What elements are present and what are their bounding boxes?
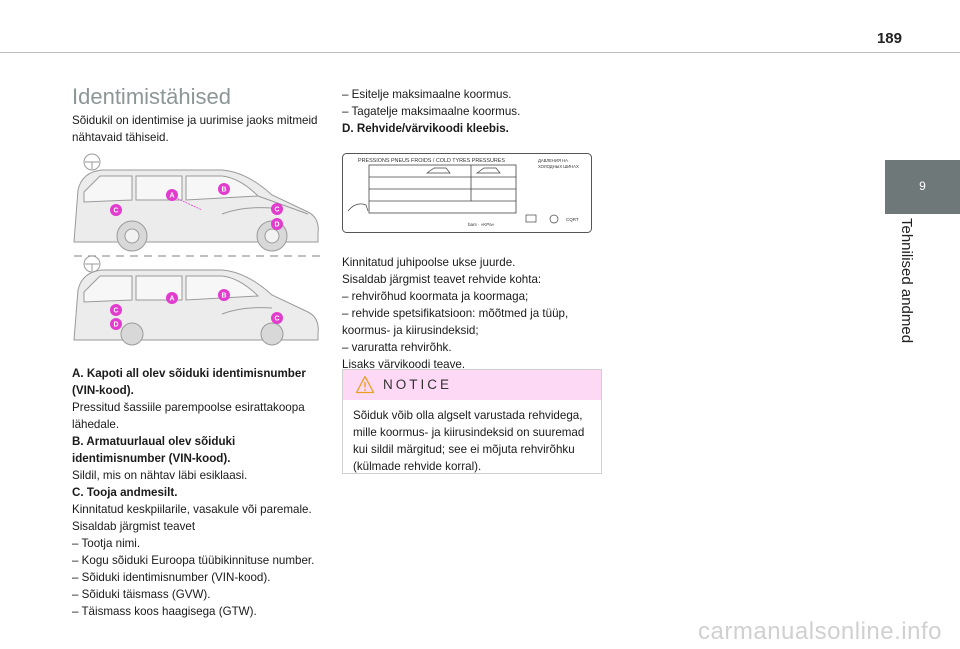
callout-b-lower: B xyxy=(218,289,230,301)
page-title: Identimistähised xyxy=(72,84,231,109)
text-line: Kinnitatud keskpiilarile, vasakule või p… xyxy=(72,503,312,516)
intro-line: nähtavaid tähiseid. xyxy=(72,131,169,144)
text-line: – rehvide spetsifikatsioon: mõõtmed ja t… xyxy=(342,307,569,320)
text-line: – Esitelje maksimaalne koormus. xyxy=(342,88,512,101)
callout-c-lower-left: C xyxy=(110,304,122,316)
callout-label: C xyxy=(114,208,119,215)
callout-label: A xyxy=(170,296,175,303)
callout-c-upper-left: C xyxy=(110,204,122,216)
notice-line: mille koormus- ja kiirusindeksid on suur… xyxy=(353,426,585,439)
text-line: D. Rehvide/värvikoodi kleebis. xyxy=(342,122,509,135)
label-header: PRESSIONS PNEUS FROIDS / COLD TYRES PRES… xyxy=(358,158,505,164)
notice-label: NOTICE xyxy=(383,377,453,392)
callout-c-upper-right: C xyxy=(271,203,283,215)
notice-line: Sõiduk võib olla algselt varustada rehvi… xyxy=(353,409,583,422)
chapter-title-text: Tehnilised andmed xyxy=(898,218,915,344)
vehicle-upper-drawing xyxy=(73,153,319,252)
warning-circle-icon xyxy=(549,214,559,224)
text-line: Sisaldab järgmist teavet rehvide kohta: xyxy=(342,273,542,286)
page-number: 189 xyxy=(876,30,902,47)
notice-header: NOTICE xyxy=(343,370,601,400)
notice-line: kui sildil märgitud; see ei mõjuta rehvi… xyxy=(353,443,575,456)
intro-text: Sõidukil on identimise ja uurimise jaoks… xyxy=(72,112,332,146)
chapter-title: Tehnilised andmed xyxy=(885,218,925,368)
chapter-number: 9 xyxy=(919,179,926,193)
chapter-rule xyxy=(885,212,960,214)
chapter-tab[interactable]: 9 xyxy=(885,160,960,212)
callout-d-lower: D xyxy=(110,318,122,330)
text-line: B. Armatuurlaual olev sõiduki xyxy=(72,435,236,448)
label-unit: bars · «KPa» xyxy=(468,222,495,227)
text-line: C. Tooja andmesilt. xyxy=(72,486,178,499)
text-line: – rehvirõhud koormata ja koormaga; xyxy=(342,290,529,303)
text-line: – Kogu sõiduki Euroopa tüübikinnituse nu… xyxy=(72,554,315,567)
text-line: – varuratta rehvirõhk. xyxy=(342,341,452,354)
callout-label: C xyxy=(275,207,280,214)
callout-label: D xyxy=(275,222,280,229)
book-icon xyxy=(525,214,537,223)
vehicle-identification-figure: A B C C D A B C D C xyxy=(72,150,324,346)
text-line: – Täismass koos haagisega (GTW). xyxy=(72,605,257,618)
callout-a-upper: A xyxy=(166,189,203,211)
callout-label: D xyxy=(114,322,119,329)
text-line: – Tagatelje maksimaalne koormus. xyxy=(342,105,521,118)
label-side-text: ХОЛОДНЫХ ШИНАХ xyxy=(538,164,579,169)
text-line: Kinnitatud juhipoolse ukse juurde. xyxy=(342,256,516,269)
identification-items: A. Kapoti all olev sõiduki identimisnumb… xyxy=(72,365,334,620)
text-line: (VIN-kood). xyxy=(72,384,134,397)
text-line: – Tootja nimi. xyxy=(72,537,141,550)
text-line: Sildil, mis on nähtav läbi esiklaasi. xyxy=(72,469,248,482)
callout-label: B xyxy=(222,187,227,194)
top-rule xyxy=(0,52,960,53)
callout-label: A xyxy=(170,193,175,200)
text-line: Pressitud šassiile parempoolse esirattak… xyxy=(72,401,305,414)
label-grid xyxy=(368,164,517,214)
notice-text: Sõiduk võib olla algselt varustada rehvi… xyxy=(353,407,593,475)
footer-watermark: carmanualsonline.info xyxy=(698,618,942,645)
callout-c-lower-right: C xyxy=(271,312,283,324)
notice-box: NOTICE Sõiduk võib olla algselt varustad… xyxy=(342,369,602,474)
text-line: – Sõiduki identimisnumber (VIN-kood). xyxy=(72,571,271,584)
tyre-label-description: Kinnitatud juhipoolse ukse juurde. Sisald… xyxy=(342,254,602,373)
label-code: CQRT xyxy=(566,217,579,222)
axle-load-items: – Esitelje maksimaalne koormus. – Tagatel… xyxy=(342,86,602,137)
text-line: koormus- ja kiirusindeksid; xyxy=(342,324,479,337)
callout-label: B xyxy=(222,293,227,300)
vehicle-lower-drawing xyxy=(73,255,319,346)
text-line: identimisnumber (VIN-kood). xyxy=(72,452,231,465)
intro-line: Sõidukil on identimise ja uurimise jaoks… xyxy=(72,114,318,127)
text-line: – Sõiduki täismass (GVW). xyxy=(72,588,211,601)
text-line: Lisaks värvikoodi teave. xyxy=(342,358,466,371)
callout-a-lower: A xyxy=(166,292,178,304)
tyre-pressure-label-figure: PRESSIONS PNEUS FROIDS / COLD TYRES PRES… xyxy=(342,153,592,233)
text-line: Sisaldab järgmist teavet xyxy=(72,520,196,533)
text-line: A. Kapoti all olev sõiduki identimisnumb… xyxy=(72,367,306,380)
callout-label: C xyxy=(114,308,119,315)
callout-label: C xyxy=(275,316,280,323)
label-side-text: ДАВЛЕНИЯ НА xyxy=(538,158,568,163)
notice-line: (külmade rehvide korral). xyxy=(353,460,482,473)
text-line: lähedale. xyxy=(72,418,120,431)
callout-b-upper: B xyxy=(218,183,230,195)
warning-triangle-icon xyxy=(355,375,375,394)
car-silhouettes xyxy=(347,167,501,212)
callout-d-upper: D xyxy=(271,218,283,230)
